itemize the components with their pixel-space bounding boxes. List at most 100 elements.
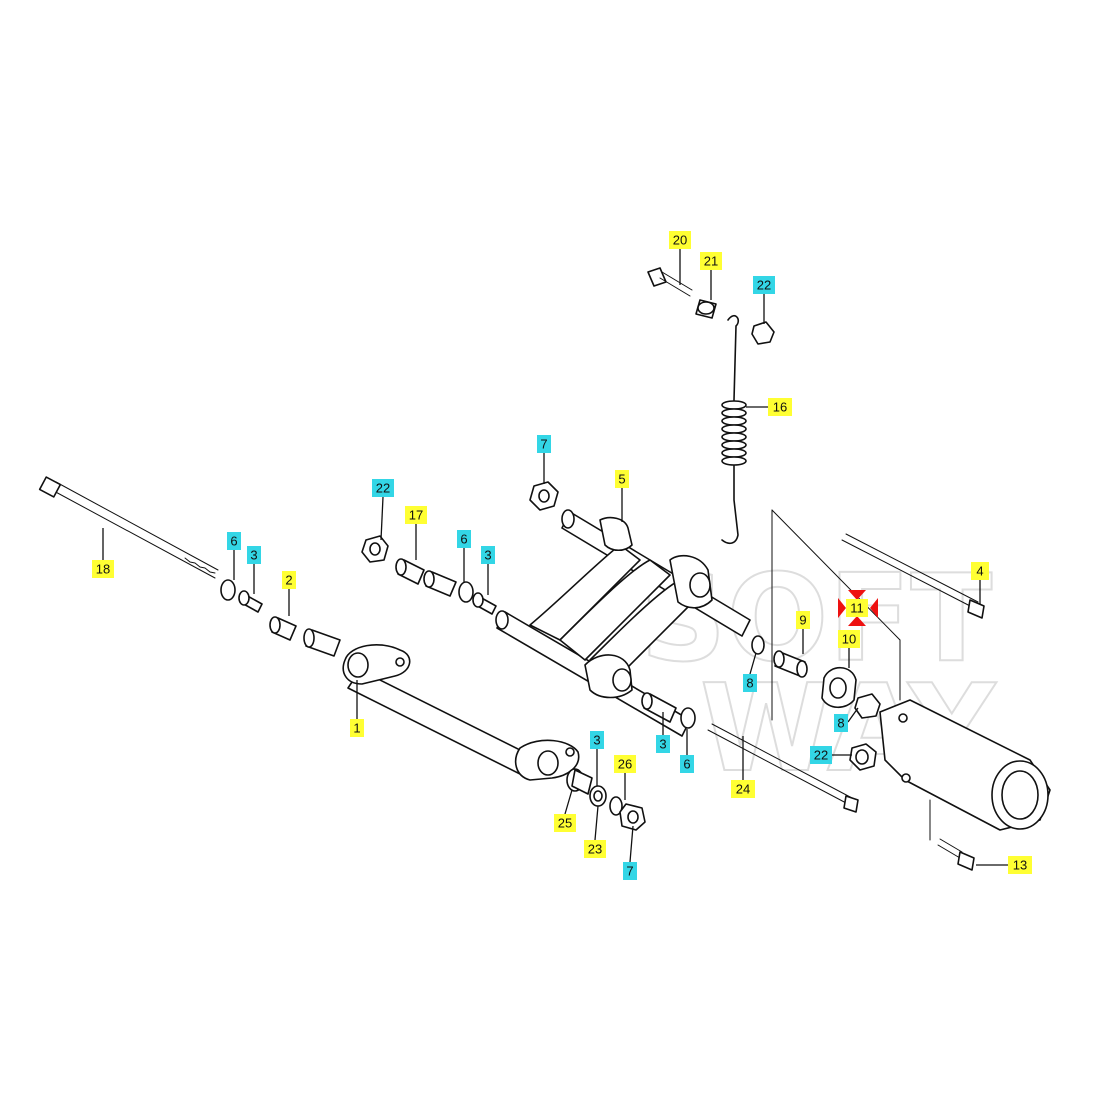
callout-box <box>656 735 670 753</box>
marker-arrow-top <box>848 590 866 600</box>
callout-box <box>457 530 471 548</box>
callout-number: 20 <box>673 233 687 248</box>
callout-24: 24 <box>731 736 755 798</box>
callout-2: 2 <box>282 571 296 616</box>
callout-box <box>834 714 848 732</box>
callout-number: 26 <box>618 757 632 772</box>
part-nut-22-lower <box>849 743 877 771</box>
callout-number: 8 <box>746 676 753 691</box>
part-nut-8-lower <box>854 693 881 719</box>
callout-leader-line <box>564 789 573 815</box>
callout-box <box>810 746 832 764</box>
callout-leader-line <box>749 652 757 675</box>
part-washer-6-mid <box>458 581 474 603</box>
part-pivot-stack <box>566 768 646 831</box>
callout-number: 10 <box>842 632 856 647</box>
callout-22: 22 <box>372 479 394 541</box>
part-nut-22-top <box>751 321 775 345</box>
callout-number: 4 <box>976 564 983 579</box>
callout-box <box>481 546 495 564</box>
callout-1: 1 <box>350 680 364 737</box>
callout-4: 4 <box>971 562 989 604</box>
part-pin-3-left <box>238 590 263 613</box>
callout-number: 6 <box>683 757 690 772</box>
callout-number: 17 <box>409 508 423 523</box>
callout-number: 22 <box>757 278 771 293</box>
part-bushing-17 <box>395 558 457 597</box>
callout-number: 9 <box>799 613 806 628</box>
callout-number: 2 <box>285 573 292 588</box>
part-nut-7-top <box>529 481 559 511</box>
callout-number: 23 <box>588 842 602 857</box>
callout-box <box>1008 856 1032 874</box>
part-long-bolt-18 <box>38 476 219 579</box>
callout-number: 21 <box>704 254 718 269</box>
callout-5: 5 <box>615 470 629 522</box>
callout-8: 8 <box>834 707 859 732</box>
marker-arrow-left <box>838 598 846 618</box>
callout-box <box>796 611 810 629</box>
callout-number: 3 <box>250 548 257 563</box>
callout-leader-line <box>847 707 859 723</box>
callout-25: 25 <box>554 789 576 832</box>
part-bushing-2 <box>269 616 341 657</box>
callout-number: 5 <box>618 472 625 487</box>
callout-box <box>372 479 394 497</box>
callout-box <box>838 630 860 648</box>
part-spring-16 <box>721 315 747 545</box>
callout-box <box>615 470 629 488</box>
marker-arrow-bottom <box>848 616 866 626</box>
callout-number: 22 <box>376 481 390 496</box>
callout-box <box>614 755 636 773</box>
part-pin-3-mid <box>472 592 497 615</box>
callout-22: 22 <box>810 746 852 764</box>
callout-11: 11 <box>846 599 868 617</box>
callout-6: 6 <box>457 530 471 583</box>
callout-number: 25 <box>558 816 572 831</box>
callout-box <box>680 755 694 773</box>
callout-box <box>768 398 792 416</box>
callout-number: 8 <box>837 716 844 731</box>
marker-arrow-right <box>870 598 878 618</box>
callout-box <box>743 674 757 692</box>
callout-box <box>623 862 637 880</box>
part-nut-22-upper <box>361 535 389 563</box>
part-bushing-21 <box>695 299 717 319</box>
selection-marker <box>838 590 878 626</box>
callout-3: 3 <box>590 731 604 786</box>
callout-box <box>537 435 551 453</box>
callout-leader-line <box>629 825 634 863</box>
callout-3: 3 <box>247 546 261 594</box>
part-washer-6-lower <box>680 707 696 729</box>
callout-number: 6 <box>460 532 467 547</box>
part-circlip-8-upper <box>751 635 765 655</box>
callout-8: 8 <box>743 652 757 692</box>
callout-23: 23 <box>584 805 606 858</box>
callout-box <box>350 719 364 737</box>
callout-10: 10 <box>838 630 860 668</box>
callout-box <box>247 546 261 564</box>
callout-21: 21 <box>700 252 722 300</box>
callout-number: 7 <box>626 864 633 879</box>
callout-number: 18 <box>96 562 110 577</box>
callout-box <box>554 814 576 832</box>
part-rubber-bush-10 <box>821 666 857 709</box>
callout-26: 26 <box>614 755 636 800</box>
parts-drawing <box>38 267 1051 871</box>
callout-number: 6 <box>230 534 237 549</box>
part-spacer-9 <box>773 650 808 678</box>
callout-7: 7 <box>623 825 637 880</box>
callout-number: 16 <box>773 400 787 415</box>
callout-number: 22 <box>814 748 828 763</box>
callout-20: 20 <box>669 231 691 285</box>
part-pin-3-lower <box>641 692 677 723</box>
part-screw-13 <box>937 838 975 871</box>
callout-box <box>731 780 755 798</box>
callout-box <box>584 840 606 858</box>
part-swing-arm-5 <box>495 509 751 737</box>
callout-box <box>92 560 114 578</box>
callout-number: 3 <box>593 733 600 748</box>
callout-box <box>700 252 722 270</box>
callout-number: 7 <box>540 437 547 452</box>
